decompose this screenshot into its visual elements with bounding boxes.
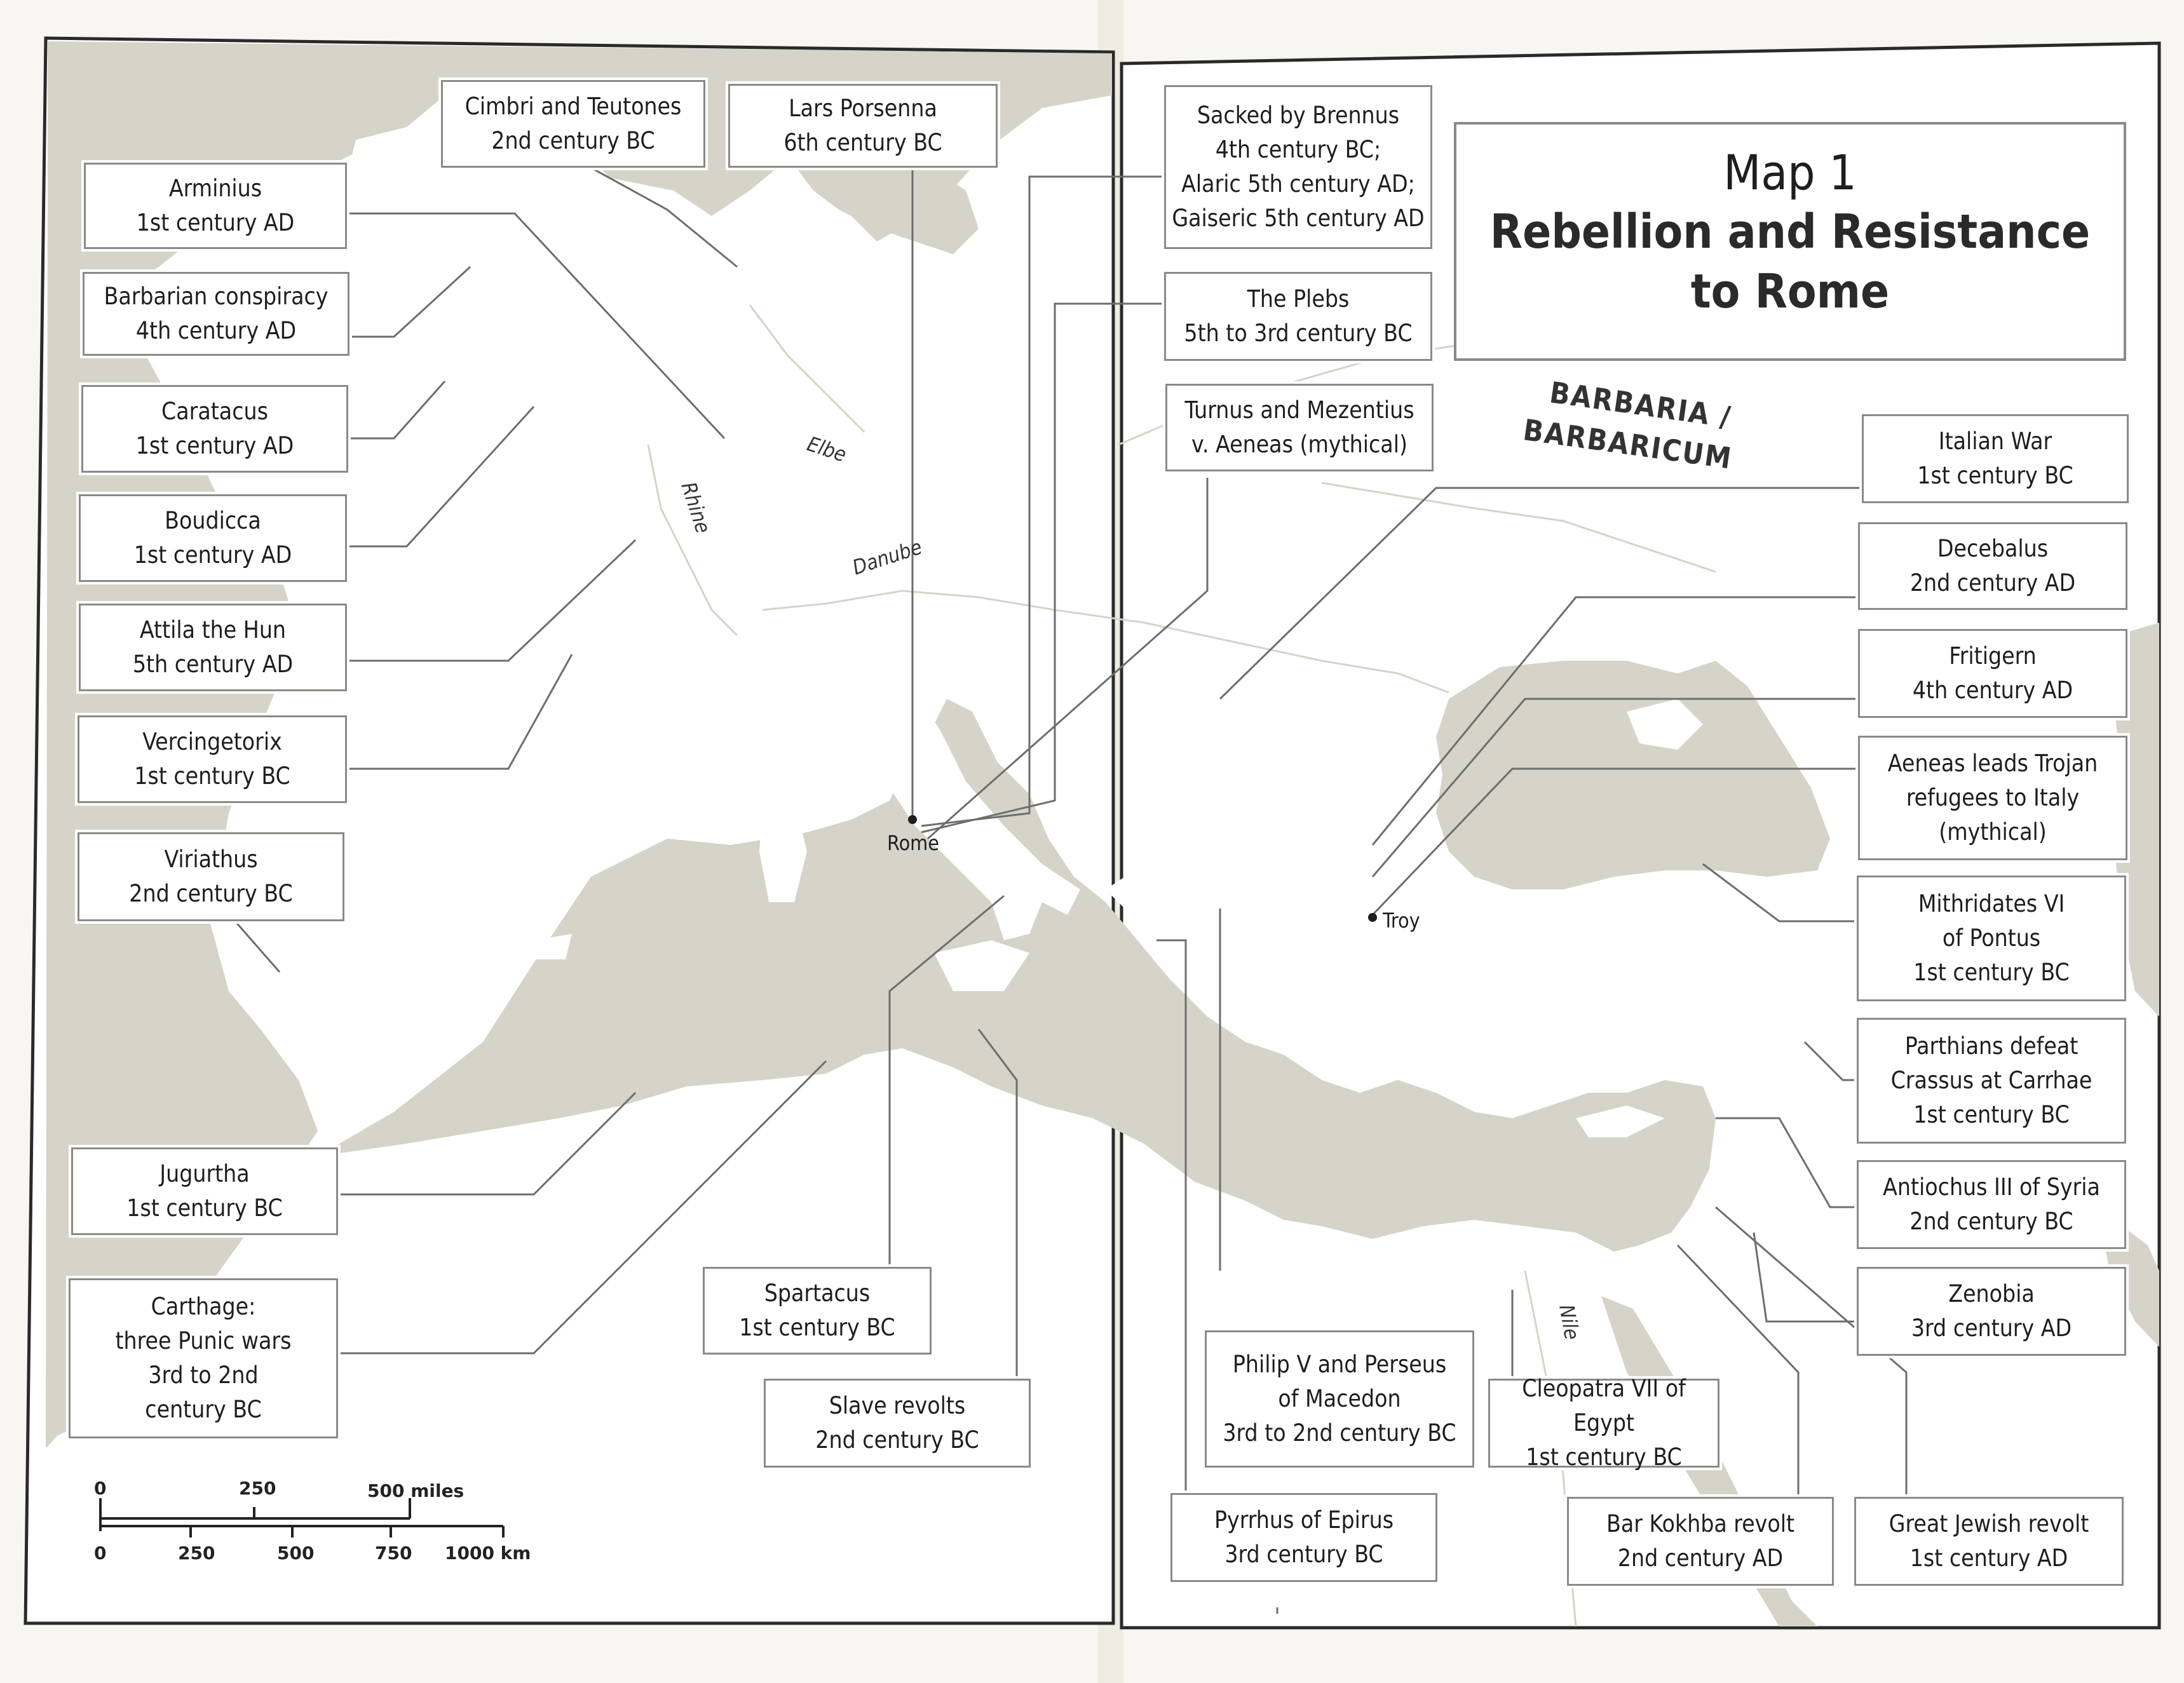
sardinia (759, 801, 807, 902)
anatomia (1366, 889, 1830, 1093)
label-italian-war: Italian War 1st century BC (1862, 414, 2129, 503)
label-porsenna: Lars Porsenna 6th century BC (728, 84, 998, 168)
scale-km-1000: 1000 km (445, 1543, 531, 1564)
label-fritigern: Fritigern 4th century AD (1858, 629, 2127, 718)
scale-mile-0: 0 (94, 1478, 107, 1499)
label-zenobia: Zenobia 3rd century AD (1857, 1267, 2126, 1356)
crimea (1627, 699, 1703, 750)
label-viriathus: Viriathus 2nd century BC (78, 832, 344, 921)
cyprus (1576, 1105, 1665, 1137)
sicily (934, 940, 1029, 991)
label-arminius: Arminius 1st century AD (84, 163, 347, 249)
label-caratacus: Caratacus 1st century AD (81, 385, 348, 473)
scale-km-250: 250 (178, 1543, 215, 1564)
label-plebs: The Plebs 5th to 3rd century BC (1164, 272, 1432, 361)
elbe-river (749, 304, 865, 433)
caspian-sea (2116, 623, 2159, 1017)
place-troy: Troy (1383, 909, 1420, 933)
map-title-line1: Rebellion and Resistance (1489, 205, 2091, 259)
scale-bar (99, 1498, 505, 1538)
greece (1106, 845, 1360, 1017)
scale-km-750: 750 (375, 1543, 412, 1564)
map-title-box: Map 1 Rebellion and Resistance to Rome (1454, 122, 2126, 361)
troy-dot (1368, 913, 1377, 922)
label-bar-kokhba: Bar Kokhba revolt 2nd century AD (1567, 1497, 1834, 1586)
map-title-line2: to Rome (1690, 264, 1890, 319)
label-boudicca: Boudicca 1st century AD (79, 494, 347, 582)
label-attila: Attila the Hun 5th century AD (79, 604, 347, 691)
map-number: Map 1 (1723, 144, 1857, 201)
label-carthage: Carthage: three Punic wars 3rd to 2nd ce… (69, 1278, 338, 1438)
label-jewish-revolt: Great Jewish revolt 1st century AD (1854, 1497, 2124, 1586)
label-cleopatra: Cleopatra VII of Egypt 1st century BC (1488, 1375, 1719, 1471)
italy (871, 686, 1080, 940)
scale-km-0: 0 (94, 1543, 107, 1564)
black-sea (1436, 661, 1830, 889)
label-vercingetorix: Vercingetorix 1st century BC (78, 715, 347, 803)
leader-lines (234, 166, 1908, 1614)
label-pyrrhus: Pyrrhus of Epirus 3rd century BC (1170, 1493, 1437, 1582)
scale-km-500: 500 (277, 1543, 315, 1564)
label-slave-revolts: Slave revolts 2nd century BC (764, 1379, 1031, 1468)
label-aeneas: Aeneas leads Trojan refugees to Italy (m… (1858, 736, 2127, 860)
place-rome: Rome (887, 831, 939, 855)
label-barbarian-conspiracy: Barbarian conspiracy 4th century AD (83, 272, 349, 356)
label-jugurtha: Jugurtha 1st century BC (71, 1147, 338, 1235)
rome-dot (908, 815, 917, 824)
label-brennus: Sacked by Brennus 4th century BC; Alaric… (1164, 85, 1432, 249)
rhine-river (647, 444, 738, 637)
land-masses (871, 686, 1830, 1093)
label-turnus: Turnus and Mezentius v. Aeneas (mythical… (1165, 384, 1434, 471)
scale-mile-500: 500 miles (367, 1480, 465, 1501)
label-mithridates: Mithridates VI of Pontus 1st century BC (1857, 875, 2126, 1001)
label-spartacus: Spartacus 1st century BC (703, 1267, 932, 1355)
label-philip: Philip V and Perseus of Macedon 3rd to 2… (1205, 1330, 1474, 1468)
scale-mile-250: 250 (239, 1478, 276, 1499)
mediterranean-sea (318, 699, 1716, 1252)
label-cimbri: Cimbri and Teutones 2nd century BC (441, 80, 705, 168)
label-decebalus: Decebalus 2nd century AD (1858, 522, 2127, 610)
danube-river (762, 590, 1449, 694)
label-parthians: Parthians defeat Crassus at Carrhae 1st … (1857, 1018, 2126, 1144)
corsica (766, 718, 794, 794)
label-antiochus: Antiochus III of Syria 2nd century BC (1857, 1160, 2126, 1249)
